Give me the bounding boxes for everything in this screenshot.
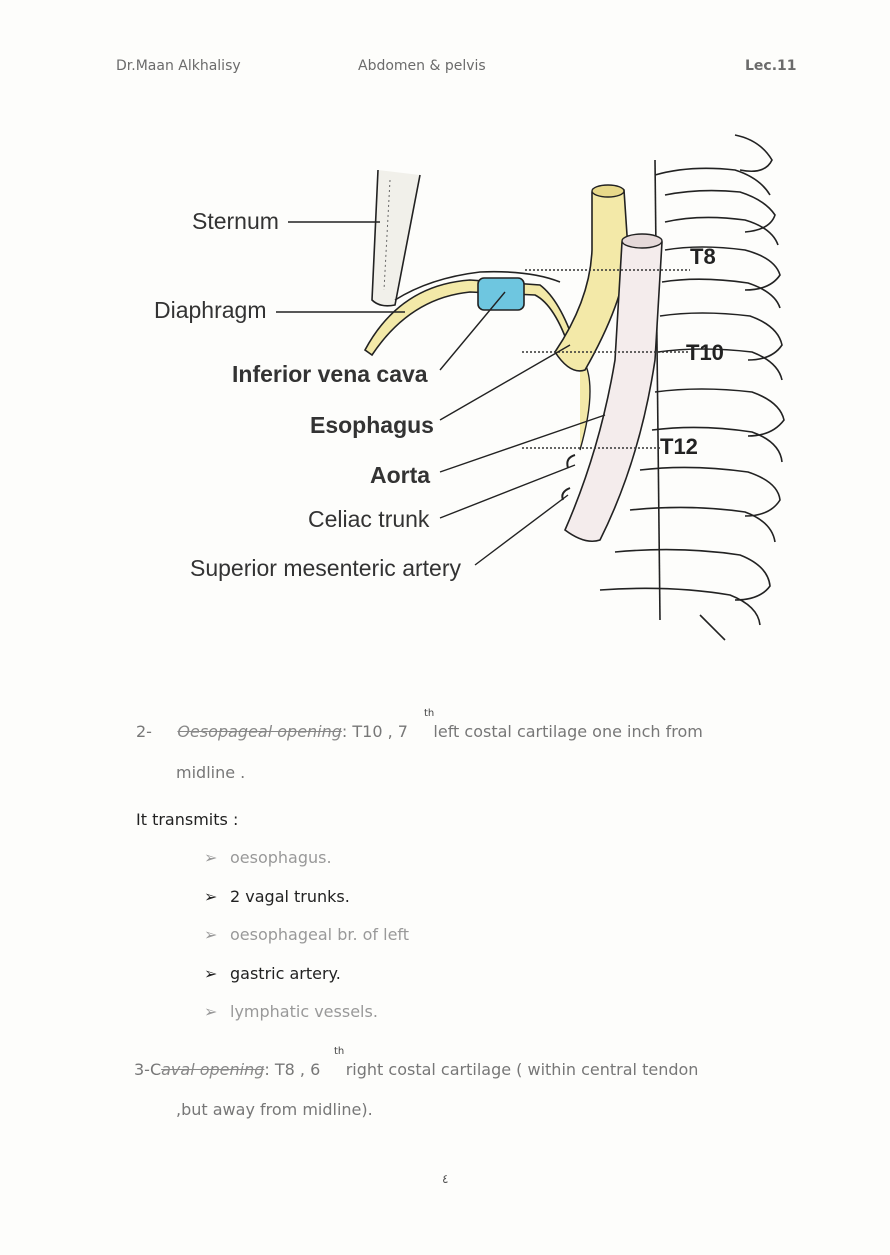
- list-item: ➢lymphatic vessels.: [204, 1002, 378, 1021]
- caval-line-2: ,but away from midline).: [176, 1100, 373, 1119]
- level-text: : T8 , 6: [264, 1060, 321, 1079]
- level-text: : T10 , 7: [341, 722, 408, 741]
- label-t12: T12: [660, 434, 698, 459]
- description-text: left costal cartilage one inch from: [433, 722, 703, 741]
- superscript-th: th: [424, 708, 435, 719]
- leader-lines: [276, 221, 606, 566]
- oesophageal-line-1: 2- Oesopageal opening: T10 , 7 left cost…: [136, 722, 703, 741]
- caval-line-1: 3-Caval opening: T8 , 6 right costal car…: [134, 1060, 698, 1079]
- arrow-bullet-icon: ➢: [204, 925, 218, 944]
- oesophageal-line-2: midline .: [176, 763, 246, 782]
- list-item: ➢oesophageal br. of left: [204, 925, 410, 944]
- diaphragm-openings-figure: [276, 134, 785, 641]
- sternum-shape: [371, 169, 421, 307]
- label-sternum: Sternum: [192, 208, 279, 234]
- arrow-bullet-icon: ➢: [204, 964, 218, 983]
- transmits-label: It transmits :: [136, 810, 239, 829]
- description-text: right costal cartilage ( within central …: [345, 1060, 699, 1079]
- label-diaphragm: Diaphragm: [154, 297, 267, 323]
- vertebral-column: [599, 134, 785, 641]
- label-celiac-trunk: Celiac trunk: [308, 506, 430, 532]
- header-course: Abdomen & pelvis: [358, 58, 486, 74]
- label-aorta: Aorta: [370, 462, 431, 488]
- section-number: 2-: [136, 722, 152, 741]
- label-t8: T8: [690, 244, 716, 269]
- section-title: aval opening: [161, 1060, 265, 1079]
- section-number: 3-C: [134, 1060, 162, 1079]
- list-item: ➢gastric artery.: [204, 964, 341, 983]
- page-number: ٤: [442, 1172, 449, 1186]
- list-item: ➢oesophagus.: [204, 848, 332, 867]
- label-t10: T10: [686, 340, 724, 365]
- list-item: ➢2 vagal trunks.: [204, 887, 350, 906]
- vertebral-level-lines: [522, 269, 690, 449]
- arrow-bullet-icon: ➢: [204, 887, 218, 906]
- section-title: Oesopageal opening: [177, 722, 342, 741]
- header-author: Dr.Maan Alkhalisy: [116, 58, 241, 74]
- superscript-th: th: [334, 1046, 345, 1057]
- header-lecture: Lec.11: [745, 58, 797, 74]
- ivc-opening: [477, 277, 525, 311]
- label-superior-mesenteric-artery: Superior mesenteric artery: [190, 555, 461, 581]
- label-inferior-vena-cava: Inferior vena cava: [232, 361, 428, 387]
- arrow-bullet-icon: ➢: [204, 848, 218, 867]
- label-esophagus: Esophagus: [310, 412, 434, 438]
- arrow-bullet-icon: ➢: [204, 1002, 218, 1021]
